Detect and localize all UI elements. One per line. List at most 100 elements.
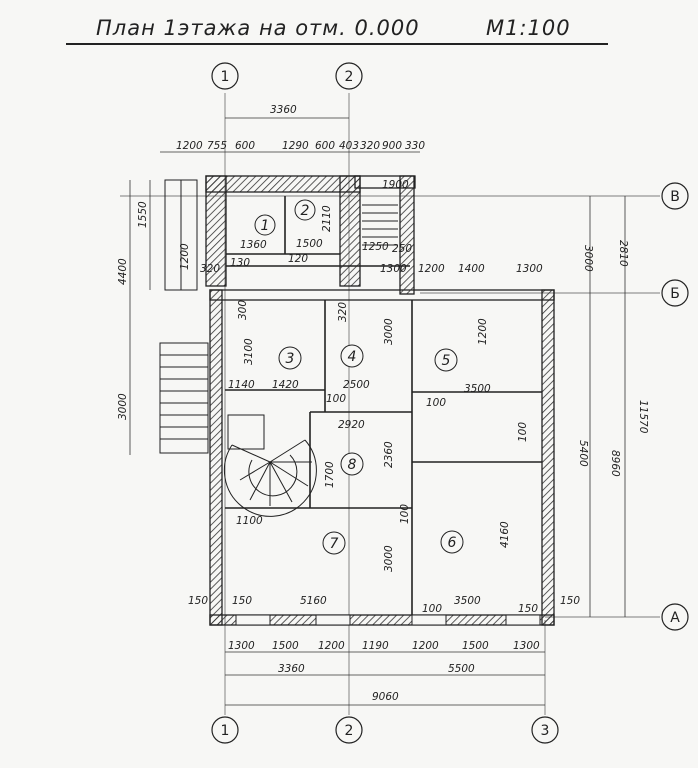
- dim-bottom-chain-1: 1500: [272, 640, 299, 652]
- dim-int-12: 3100: [243, 338, 255, 365]
- dim-int-18: 1140: [228, 379, 255, 391]
- dim-int-30: 1900: [382, 179, 409, 191]
- axis-label-right-v: В: [670, 189, 680, 205]
- dim-int-0: 1360: [240, 239, 267, 251]
- dim-int-2: 320: [200, 263, 220, 275]
- dim-int-5: 1250: [362, 241, 389, 253]
- dim-int-13: 320: [337, 302, 349, 322]
- axis-bubble-bottom-3: [531, 716, 559, 744]
- dim-int-7: 1300: [380, 263, 407, 275]
- axis-bubble-top-2: [335, 62, 363, 90]
- room-label-3: 3: [286, 351, 295, 367]
- dim-int-25: 1700: [324, 461, 336, 488]
- axis-bubble-right-b: [661, 279, 689, 307]
- dim-int-11: 300: [237, 300, 249, 320]
- dim-int-21: 100: [426, 397, 446, 409]
- dim-int-19: 3500: [464, 383, 491, 395]
- dim-int-6: 250: [392, 243, 412, 255]
- axis-label-bottom-3: 3: [541, 723, 550, 739]
- dim-right-4: 11570: [637, 400, 649, 434]
- axis-bubble-right-v: [661, 182, 689, 210]
- dim-int-1: 130: [230, 257, 250, 269]
- dim-int-17: 1420: [272, 379, 299, 391]
- dim-bottom-edge-1: 5160: [300, 595, 327, 607]
- axis-bubble-bottom-1: [211, 716, 239, 744]
- room-markers: [254, 199, 464, 555]
- dim-bottom-edge-4: 3500: [454, 595, 481, 607]
- dim-top-chain-4: 600: [315, 140, 335, 152]
- dim-top-chain-3: 1290: [282, 140, 309, 152]
- dim-bottom-edge-5: 150: [518, 603, 538, 615]
- room-label-4: 4: [348, 349, 357, 365]
- dim-int-24: 2360: [383, 441, 395, 468]
- plan-title-main: План 1этажа на отм. 0.000: [96, 16, 420, 40]
- dim-int-4: 120: [288, 253, 308, 265]
- dim-bottom-chain-3: 1190: [362, 640, 389, 652]
- windows-bottom: [235, 614, 541, 626]
- dim-top-chain-2: 600: [235, 140, 255, 152]
- dim-int-23: 100: [517, 422, 529, 442]
- axis-label-right-a: А: [670, 610, 680, 626]
- dim-top-chain-6: 320: [360, 140, 380, 152]
- dim-int-26: 1100: [236, 515, 263, 527]
- dim-int-20: 100: [326, 393, 346, 405]
- dim-int-31: 2110: [321, 205, 333, 232]
- dim-int-27: 3000: [383, 545, 395, 572]
- axis-bubble-top-1: [211, 62, 239, 90]
- dim-top-chain-5: 403: [339, 140, 359, 152]
- dim-int-22: 2920: [338, 419, 365, 431]
- axis-label-top-2: 2: [345, 69, 354, 85]
- dim-int-14: 3000: [383, 318, 395, 345]
- partitions: [225, 196, 542, 615]
- dim-bottom-edge-6: 150: [560, 595, 580, 607]
- dim-bottom-chain-5: 1500: [462, 640, 489, 652]
- dim-int-3: 1500: [296, 238, 323, 250]
- dim-bottom-axis-0: 3360: [278, 663, 305, 675]
- room-label-8: 8: [348, 457, 357, 473]
- axis-label-bottom-2: 2: [345, 723, 354, 739]
- dim-top-chain-0: 1200: [176, 140, 203, 152]
- dim-bottom-chain-6: 1300: [513, 640, 540, 652]
- room-label-5: 5: [442, 353, 451, 369]
- porch-stairs: [362, 204, 398, 246]
- dim-bottom-chain-2: 1200: [318, 640, 345, 652]
- axis-bubble-bottom-2: [335, 716, 363, 744]
- spiral-staircase: [223, 414, 317, 517]
- dimension-lines: [129, 117, 626, 706]
- dim-bottom-chain-4: 1200: [412, 640, 439, 652]
- dim-left-1: 4400: [117, 258, 129, 285]
- axis-bubbles: [211, 62, 689, 744]
- room-label-6: 6: [448, 535, 457, 551]
- axis-label-bottom-1: 1: [221, 723, 230, 739]
- axis-label-right-b: Б: [670, 286, 680, 302]
- dim-bottom-edge-3: 100: [422, 603, 442, 615]
- dim-int-15: 1200: [477, 318, 489, 345]
- axis-label-top-1: 1: [221, 69, 230, 85]
- dim-bottom-overall: 9060: [372, 691, 399, 703]
- dim-left-3: 3000: [117, 393, 129, 420]
- external-walls: [205, 175, 555, 626]
- dim-right-0: 3000: [582, 245, 594, 272]
- dim-top-chain-8: 330: [405, 140, 425, 152]
- dim-bottom-edge-0: 150: [188, 595, 208, 607]
- dim-int-28: 4160: [499, 521, 511, 548]
- dim-int-29: 100: [399, 504, 411, 524]
- dim-int-8: 1200: [418, 263, 445, 275]
- dim-right-3: 8960: [609, 450, 621, 477]
- room-label-7: 7: [330, 536, 339, 552]
- dim-right-1: 2810: [617, 240, 629, 267]
- dim-int-9: 1400: [458, 263, 485, 275]
- dim-left-0: 1550: [137, 201, 149, 228]
- dim-int-10: 1300: [516, 263, 543, 275]
- plan-title: План 1этажа на отм. 0.000 М1:100: [78, 12, 638, 46]
- dim-top-chain-1: 755: [207, 140, 227, 152]
- axis-bubble-right-a: [661, 603, 689, 631]
- room-label-2: 2: [301, 203, 310, 219]
- dim-right-2: 5400: [577, 440, 589, 467]
- dim-bottom-axis-1: 5500: [448, 663, 475, 675]
- dim-bottom-chain-0: 1300: [228, 640, 255, 652]
- dim-left-2: 1200: [179, 243, 191, 270]
- dim-int-16: 2500: [343, 379, 370, 391]
- entrance-stairs: [159, 179, 209, 454]
